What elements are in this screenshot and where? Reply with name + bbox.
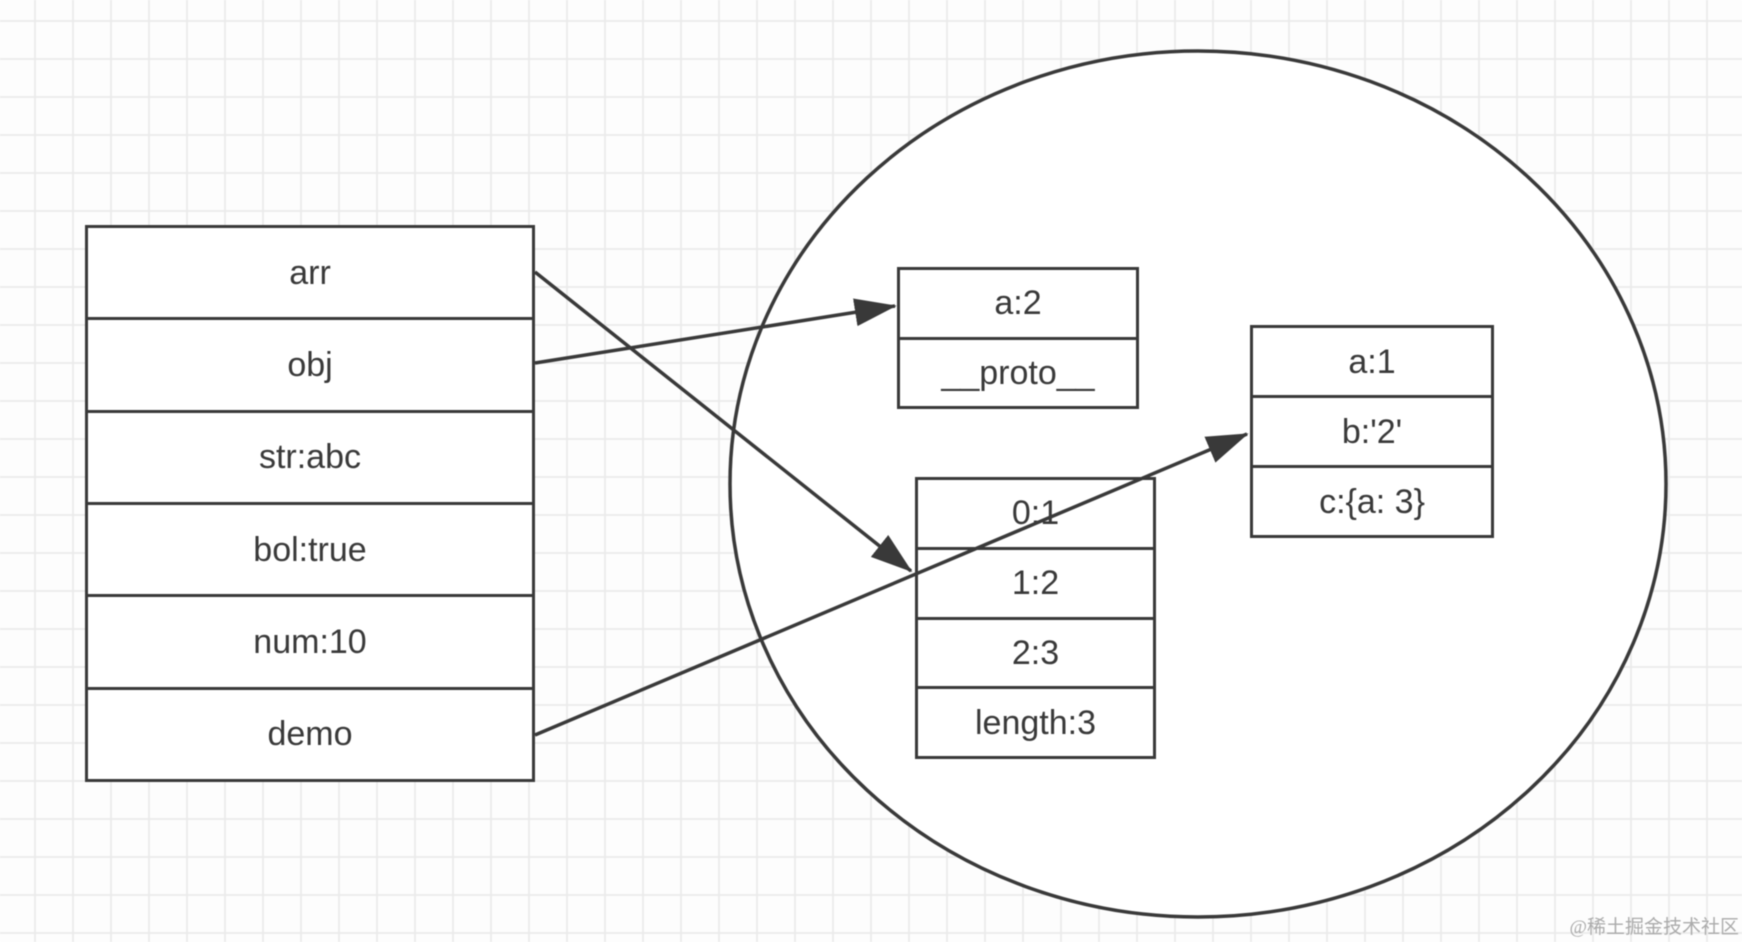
arrow-arr-to-array-object	[533, 270, 913, 573]
stack-row: arr	[289, 253, 331, 292]
heap-box-row: b:'2'	[1253, 395, 1491, 465]
stack-row: obj	[88, 317, 532, 409]
heap-box-row: __proto__	[900, 336, 1136, 407]
heap-box-row: 0:1	[1011, 494, 1060, 533]
stack-row: demo	[88, 686, 532, 779]
heap-box-row: length:3	[918, 686, 1153, 756]
stack-row: bol:true	[88, 501, 532, 594]
heap-box-plain-object: a:1 b:'2'c:{a: 3}	[1250, 325, 1494, 538]
stack-row: num:10	[88, 594, 532, 686]
heap-box-row: 1:2	[918, 546, 1153, 617]
heap-box-row: 2:3	[918, 616, 1153, 687]
arrow-obj-to-proto-object	[534, 298, 897, 365]
heap-box-row: a:1	[1348, 342, 1396, 381]
heap-box-row: c:{a: 3}	[1253, 465, 1491, 535]
heap-circle	[728, 49, 1668, 919]
watermark: @稀土掘金技术社区	[1569, 917, 1740, 938]
stack-row: str:abc	[88, 409, 532, 502]
heap-box-proto-object: a:2 __proto__	[897, 267, 1139, 409]
heap-box-row: a:2	[994, 284, 1042, 323]
